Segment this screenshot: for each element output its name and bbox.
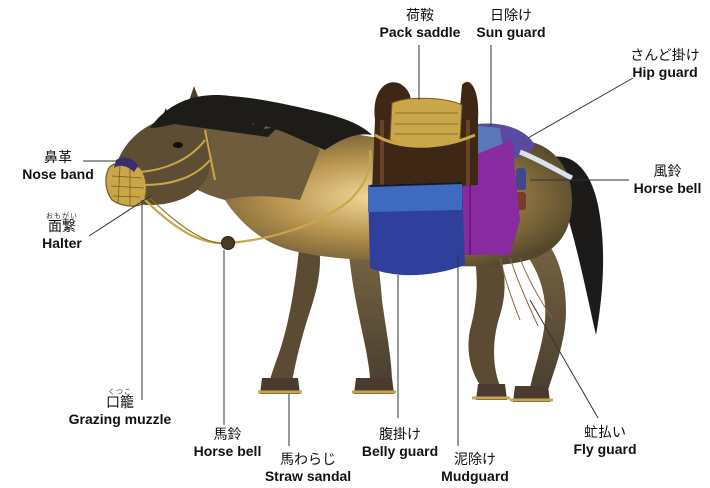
- belly-guard-jp: 腹掛け: [350, 427, 450, 443]
- mudguard-en: Mudguard: [425, 468, 525, 484]
- nose-band-jp: 鼻革: [8, 150, 108, 166]
- hip-bell: [516, 168, 526, 190]
- label-horse-bell-right: 風鈴 Horse bell: [625, 164, 710, 196]
- horse-bell-right-en: Horse bell: [625, 180, 710, 196]
- hip-guard-en: Hip guard: [620, 64, 710, 80]
- fly-guard-en: Fly guard: [560, 441, 650, 457]
- grazing-muzzle: [106, 163, 146, 206]
- sun-guard-jp: 日除け: [461, 8, 561, 24]
- label-mudguard: 泥除け Mudguard: [425, 452, 525, 484]
- label-nose-band: 鼻革 Nose band: [8, 150, 108, 182]
- label-hip-guard: さんど掛け Hip guard: [620, 48, 710, 80]
- nose-band-en: Nose band: [8, 166, 108, 182]
- sun-guard-en: Sun guard: [461, 24, 561, 40]
- straw-sandal-en: Straw sandal: [248, 468, 368, 484]
- label-halter: おもがい 面繋 Halter: [32, 212, 92, 251]
- fly-guard-jp: 虻払い: [560, 425, 650, 441]
- grazing-muzzle-en: Grazing muzzle: [50, 411, 190, 427]
- halter-en: Halter: [32, 235, 92, 251]
- halter-jp: 面繋: [32, 219, 92, 235]
- hip-guard-jp: さんど掛け: [620, 48, 710, 64]
- fore-leg-far: [270, 240, 320, 382]
- neck-bell: [222, 237, 235, 250]
- horse-bell-right-jp: 風鈴: [625, 164, 710, 180]
- label-grazing-muzzle: くつこ 口籠 Grazing muzzle: [50, 388, 190, 427]
- label-sun-guard: 日除け Sun guard: [461, 8, 561, 40]
- grazing-muzzle-jp: 口籠: [50, 395, 190, 411]
- straw-bundle: [390, 98, 462, 146]
- horse-eye: [173, 142, 183, 148]
- label-fly-guard: 虻払い Fly guard: [560, 425, 650, 457]
- horse-bell-neck-jp: 馬鈴: [180, 427, 275, 443]
- mudguard-jp: 泥除け: [425, 452, 525, 468]
